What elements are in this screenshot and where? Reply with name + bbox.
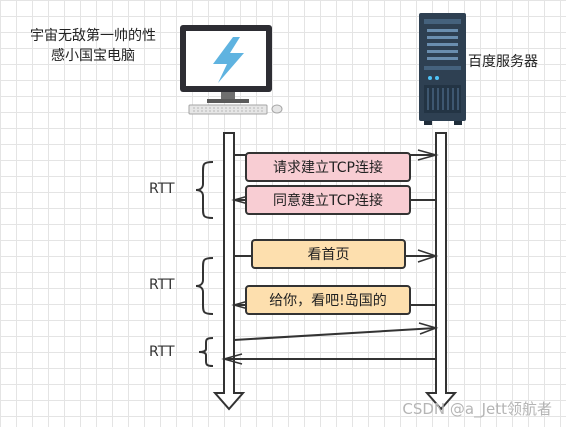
client-label-line1: 宇宙无敌第一帅的性 xyxy=(30,28,156,44)
watermark: CSDN @a_Jett领航者 xyxy=(402,400,552,418)
rtt-label-3: RTT xyxy=(149,344,175,360)
message-arrow-6 xyxy=(221,353,436,365)
desktop-computer-icon xyxy=(180,25,283,115)
server-timeline xyxy=(424,132,458,411)
message-box-4: 给你，看吧!岛国的 xyxy=(245,285,411,315)
rtt-brace-3 xyxy=(198,337,214,367)
rtt-label-2: RTT xyxy=(149,277,175,293)
client-label: 宇宙无敌第一帅的性 感小国宝电脑 xyxy=(14,26,172,66)
message-box-1: 请求建立TCP连接 xyxy=(245,152,411,182)
rtt-label-1: RTT xyxy=(149,181,175,197)
rtt-brace-2 xyxy=(195,257,214,315)
rtt-brace-1 xyxy=(195,161,214,219)
client-timeline xyxy=(212,132,246,411)
server-tower-icon xyxy=(419,13,466,125)
message-arrow-5 xyxy=(233,322,439,341)
server-label: 百度服务器 xyxy=(468,54,538,70)
message-box-3: 看首页 xyxy=(251,239,406,269)
client-label-line2: 感小国宝电脑 xyxy=(51,48,135,64)
message-box-2: 同意建立TCP连接 xyxy=(245,185,411,215)
